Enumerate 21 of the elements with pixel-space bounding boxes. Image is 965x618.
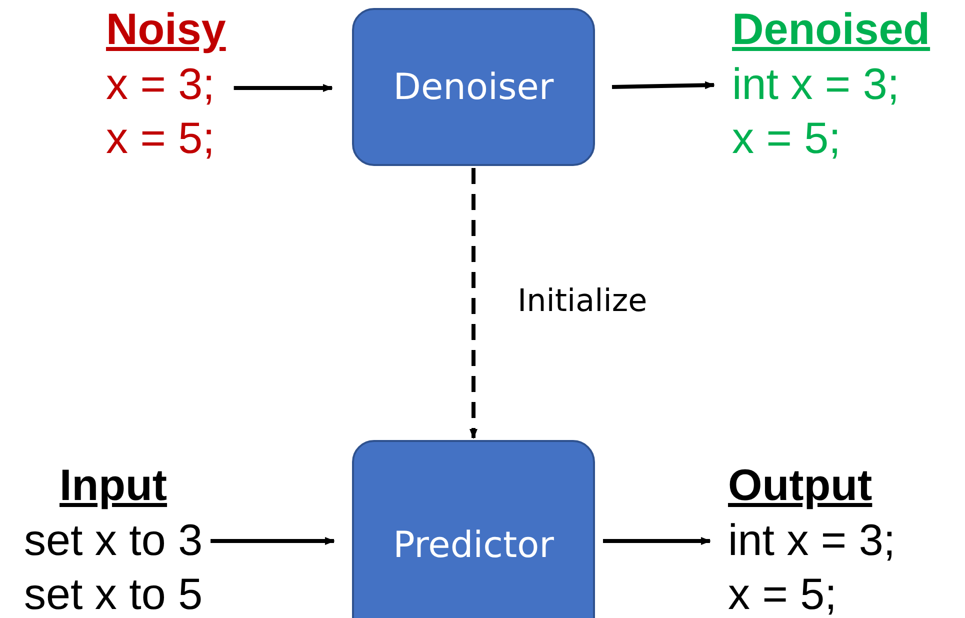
- dashed-arrow: [470, 168, 478, 439]
- arrow: [210, 537, 335, 545]
- heading: Output: [728, 462, 872, 510]
- heading: Input: [60, 462, 168, 510]
- heading: Noisy: [106, 6, 226, 54]
- code-line: set x to 3: [24, 515, 203, 567]
- code-line: x = 3;: [106, 59, 215, 111]
- code-line: int x = 3;: [732, 59, 900, 111]
- code-line: x = 5;: [728, 569, 837, 618]
- box-label: Predictor: [393, 524, 554, 566]
- code-line: x = 5;: [106, 113, 215, 165]
- arrow: [612, 81, 715, 90]
- code-line: int x = 3;: [728, 515, 896, 567]
- heading: Denoised: [732, 6, 930, 54]
- box-label: Denoiser: [393, 66, 554, 108]
- code-line: set x to 5: [24, 569, 203, 618]
- process-box: [352, 440, 595, 618]
- arrow: [234, 84, 333, 92]
- arrow: [603, 537, 711, 545]
- process-box: [352, 8, 595, 166]
- code-line: x = 5;: [732, 113, 841, 165]
